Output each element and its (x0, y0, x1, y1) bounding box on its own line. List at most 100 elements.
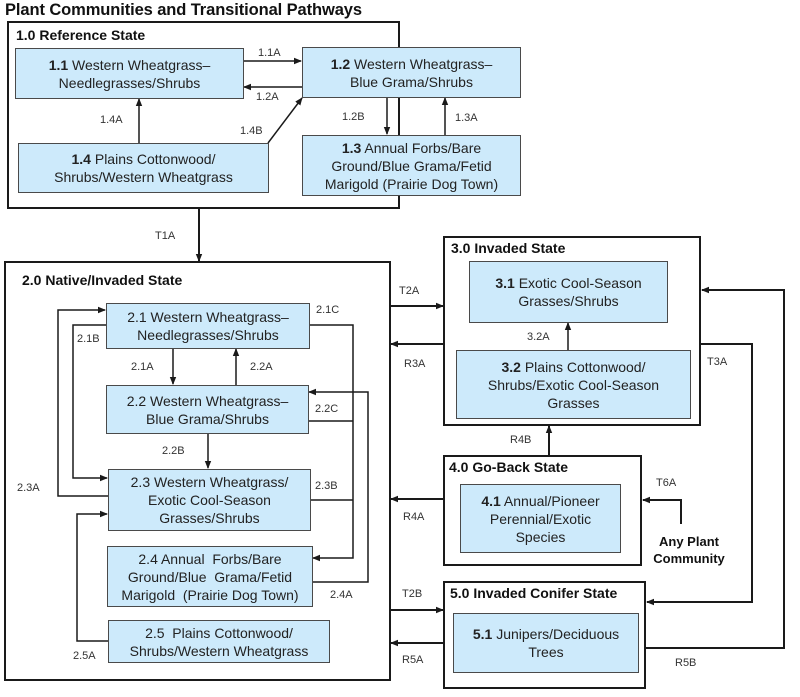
community-2-3-line1: 2.3 Western Wheatgrass/ (130, 474, 289, 490)
pathway-label-1-1A: 1.1A (258, 47, 281, 59)
pathway-label-2-1A: 2.1A (131, 361, 154, 373)
community-5-1-line1: Junipers/Deciduous (496, 626, 620, 642)
community-2-1-line2: Needlegrasses/Shrubs (137, 327, 279, 343)
community-1-4-line1: Plains Cottonwood/ (94, 151, 216, 167)
pathway-label-1-2A: 1.2A (256, 91, 279, 103)
community-3-1-line1: Exotic Cool-Season (514, 275, 642, 291)
community-2-1-line1: 2.1 Western Wheatgrass– (127, 309, 289, 325)
community-1-3-line2: Ground/Blue Grama/Fetid (331, 157, 492, 174)
community-2-3: 2.3 Western Wheatgrass/Exotic Cool-Seaso… (108, 469, 311, 531)
community-1-2-line1: Western Wheatgrass– (354, 55, 493, 72)
pathway-label-R4B: R4B (510, 434, 532, 446)
community-3-2-num: 3.2 (501, 358, 521, 375)
community-3-2-line1: Plains Cottonwood/ (524, 358, 646, 375)
community-1-1: 1.1 Western Wheatgrass–Needlegrasses/Shr… (15, 48, 244, 99)
community-2-3-line2: Exotic Cool-Season (148, 492, 271, 508)
community-2-1: 2.1 Western Wheatgrass– Needlegrasses/Shr… (106, 303, 310, 349)
community-4-1-line3: Species (515, 528, 566, 545)
community-1-4-line2: Shrubs/Western Wheatgrass (54, 169, 233, 185)
arrow-2-3A (57, 306, 108, 497)
diagram-title: Plant Communities and Transitional Pathw… (5, 1, 362, 19)
pathway-label-1-2B: 1.2B (342, 111, 365, 123)
pathway-label-2-2B: 2.2B (162, 445, 185, 457)
state-5-invaded-conifer (443, 581, 646, 689)
state-2-label: 2.0 Native/Invaded State (22, 272, 183, 288)
community-1-1-num: 1.1 (48, 56, 69, 73)
community-3-2-line2: Shrubs/Exotic Cool-Season (487, 376, 660, 393)
community-1-1-line1: Western Wheatgrass– (72, 56, 211, 73)
pathway-label-1-3A: 1.3A (455, 112, 478, 124)
community-2-2-line2: Blue Grama/Shrubs (146, 410, 269, 427)
arrow-2-1C (309, 324, 354, 562)
community-1-2: 1.2 Western Wheatgrass–Blue Grama/Shrubs (302, 47, 521, 98)
arrow-R5B (645, 286, 785, 649)
community-1-2-line2: Blue Grama/Shrubs (350, 73, 473, 90)
arrow-T6A (642, 496, 682, 524)
pathway-label-2-1C: 2.1C (316, 304, 340, 316)
arrow-1-4B (267, 97, 303, 144)
pathway-label-1-4A: 1.4A (100, 114, 123, 126)
community-3-1-num: 3.1 (495, 275, 515, 291)
pathway-label-R5B: R5B (675, 657, 697, 669)
community-2-4-line3: Marigold (Prairie Dog Town) (121, 586, 299, 603)
community-1-4: 1.4 Plains Cottonwood/Shrubs/Western Whe… (18, 143, 269, 193)
community-3-2-line3: Grasses (547, 394, 600, 411)
community-2-4-line2: Ground/Blue Grama/Fetid (127, 568, 293, 585)
community-2-3-line3: Grasses/Shrubs (159, 510, 260, 526)
community-4-1-num: 4.1 (481, 492, 501, 509)
state-3-label: 3.0 Invaded State (451, 240, 566, 256)
community-1-3-line3: Marigold (Prairie Dog Town) (324, 175, 499, 192)
community-3-1-line2: Grasses/Shrubs (518, 293, 619, 309)
any-plant-line2: Community (653, 551, 725, 566)
community-2-5-line1: 2.5 Plains Cottonwood/ (145, 624, 293, 641)
community-1-4-num: 1.4 (71, 151, 91, 167)
community-1-2-num: 1.2 (330, 55, 351, 72)
state-3-invaded (443, 236, 701, 426)
state-5-label: 5.0 Invaded Conifer State (450, 585, 618, 601)
pathway-label-T2A: T2A (399, 285, 420, 297)
community-1-1-line2: Needlegrasses/Shrubs (58, 74, 201, 91)
community-1-3-line1: Annual Forbs/Bare (364, 139, 482, 156)
pathway-label-2-1B: 2.1B (77, 333, 100, 345)
pathway-label-T3A: T3A (707, 356, 728, 368)
state-1-label: 1.0 Reference State (16, 27, 146, 43)
community-3-2: 3.2 Plains Cottonwood/Shrubs/Exotic Cool… (456, 350, 691, 419)
community-4-1-line2: Perennial/Exotic (489, 510, 592, 527)
community-2-2-line1: 2.2 Western Wheatgrass– (126, 392, 289, 409)
pathway-label-2-5A: 2.5A (73, 650, 96, 662)
state-4-label: 4.0 Go-Back State (449, 459, 569, 475)
pathway-label-2-3A: 2.3A (17, 482, 40, 494)
community-2-2: 2.2 Western Wheatgrass–Blue Grama/Shrubs (106, 385, 309, 434)
community-2-5: 2.5 Plains Cottonwood/Shrubs/Western Whe… (108, 620, 330, 663)
pathway-label-1-4B: 1.4B (240, 125, 263, 137)
pathway-label-2-4A: 2.4A (330, 589, 353, 601)
community-2-4-line1: 2.4 Annual Forbs/Bare (138, 550, 282, 567)
arrow-2-1B (72, 324, 108, 482)
community-1-3-num: 1.3 (341, 139, 362, 156)
pathway-label-R4A: R4A (403, 511, 425, 523)
community-2-5-line2: Shrubs/Western Wheatgrass (129, 642, 309, 659)
pathway-label-3-2A: 3.2A (527, 331, 550, 343)
pathway-label-T6A: T6A (656, 477, 677, 489)
pathway-label-2-2C: 2.2C (315, 403, 339, 415)
community-5-1-line2: Trees (528, 644, 564, 660)
state-1-reference (7, 21, 400, 209)
pathway-label-T1A: T1A (155, 230, 176, 242)
community-4-1-line1: Annual/Pioneer (503, 492, 600, 509)
pathway-label-2-2A: 2.2A (250, 361, 273, 373)
arrow-2-4A (308, 388, 369, 583)
pathway-label-R5A: R5A (402, 654, 424, 666)
state-2-native-invaded (4, 261, 391, 681)
state-4-go-back (443, 455, 642, 566)
pathway-label-2-3B: 2.3B (315, 480, 338, 492)
pathway-label-R3A: R3A (404, 358, 426, 370)
arrow-T3A (646, 343, 753, 606)
arrow-2-5A (76, 510, 108, 642)
